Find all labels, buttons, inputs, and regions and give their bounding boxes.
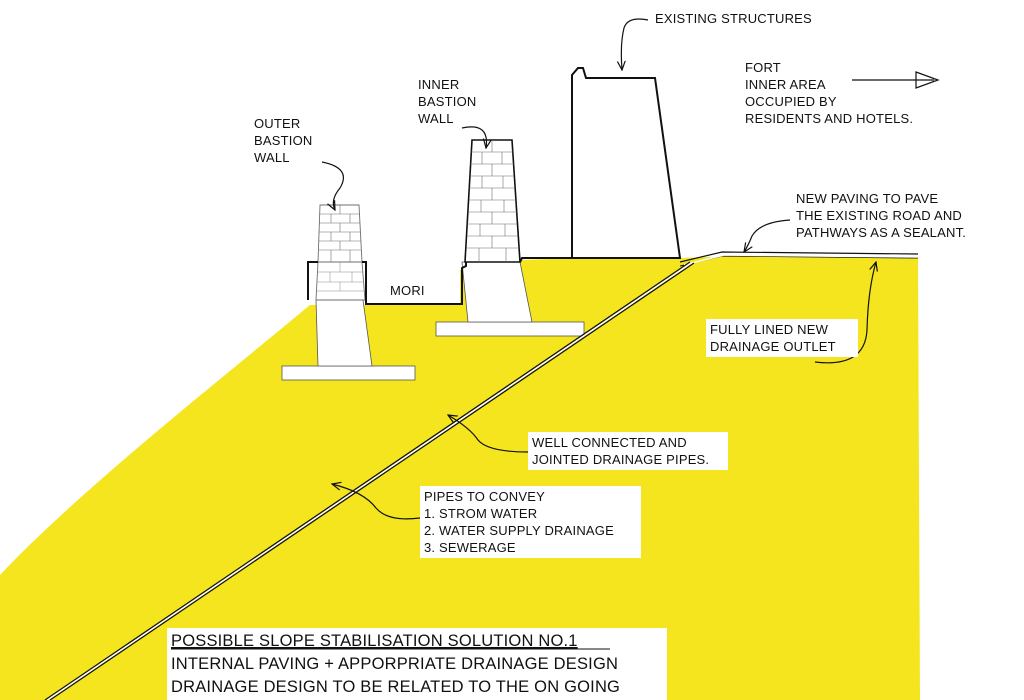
- drainage-pipe: [44, 261, 695, 700]
- leader-new-paving: [744, 219, 791, 252]
- leader-existing-structures: [621, 18, 649, 70]
- pipes-convey-label: PIPES TO CONVEY 1. STROM WATER 2. WATER …: [424, 489, 618, 555]
- inner-bastion-footing: [435, 321, 585, 337]
- existing-structures-label: EXISTING STRUCTURES: [655, 11, 812, 26]
- new-paving-strip: [679, 251, 919, 267]
- inner-bastion-brick-wall: [464, 139, 521, 263]
- leader-inner-bastion: [461, 126, 487, 148]
- leader-outer-bastion: [321, 161, 344, 210]
- ground-profile-line: [307, 257, 572, 305]
- drainage-pipes-label: WELL CONNECTED AND JOINTED DRAINAGE PIPE…: [532, 435, 709, 467]
- outer-bastion-footing: [281, 365, 416, 381]
- new-paving-label: NEW PAVING TO PAVE THE EXISTING ROAD AND…: [796, 191, 966, 240]
- outer-bastion-wall-label: OUTER BASTION WALL: [254, 116, 316, 165]
- pipes-convey-label-box: [420, 486, 641, 558]
- leader-pipes-convey: [332, 484, 421, 520]
- title-block-line2: INTERNAL PAVING + APPORPRIATE DRAINAGE D…: [171, 655, 618, 673]
- title-block-line3: DRAINAGE DESIGN TO BE RELATED TO THE ON …: [171, 678, 620, 696]
- mori-label: MORI: [390, 283, 425, 298]
- outer-bastion-foundation: [315, 299, 373, 367]
- drainage-pipes-label-box: [528, 432, 728, 470]
- title-block-heading: POSSIBLE SLOPE STABILISATION SOLUTION NO…: [171, 632, 578, 650]
- inner-bastion-wall-label: INNER BASTION WALL: [418, 77, 480, 126]
- drainage-outlet-label: FULLY LINED NEW DRAINAGE OUTLET: [710, 322, 836, 354]
- inner-bastion-foundation: [461, 261, 533, 323]
- title-block-box: [167, 628, 667, 700]
- ground-slope-fill: [0, 256, 920, 700]
- leader-drainage-outlet: [814, 262, 876, 364]
- drainage-outlet-label-box: [706, 319, 858, 357]
- leader-drainage-pipes: [448, 415, 529, 453]
- fort-inner-area-label: FORT INNER AREA OCCUPIED BY RESIDENTS AN…: [745, 60, 913, 126]
- outer-bastion-lower-wall: [315, 261, 366, 301]
- fort-direction-arrowhead: [915, 71, 940, 89]
- existing-structure: [571, 67, 682, 259]
- outer-bastion-brick-wall: [317, 204, 363, 263]
